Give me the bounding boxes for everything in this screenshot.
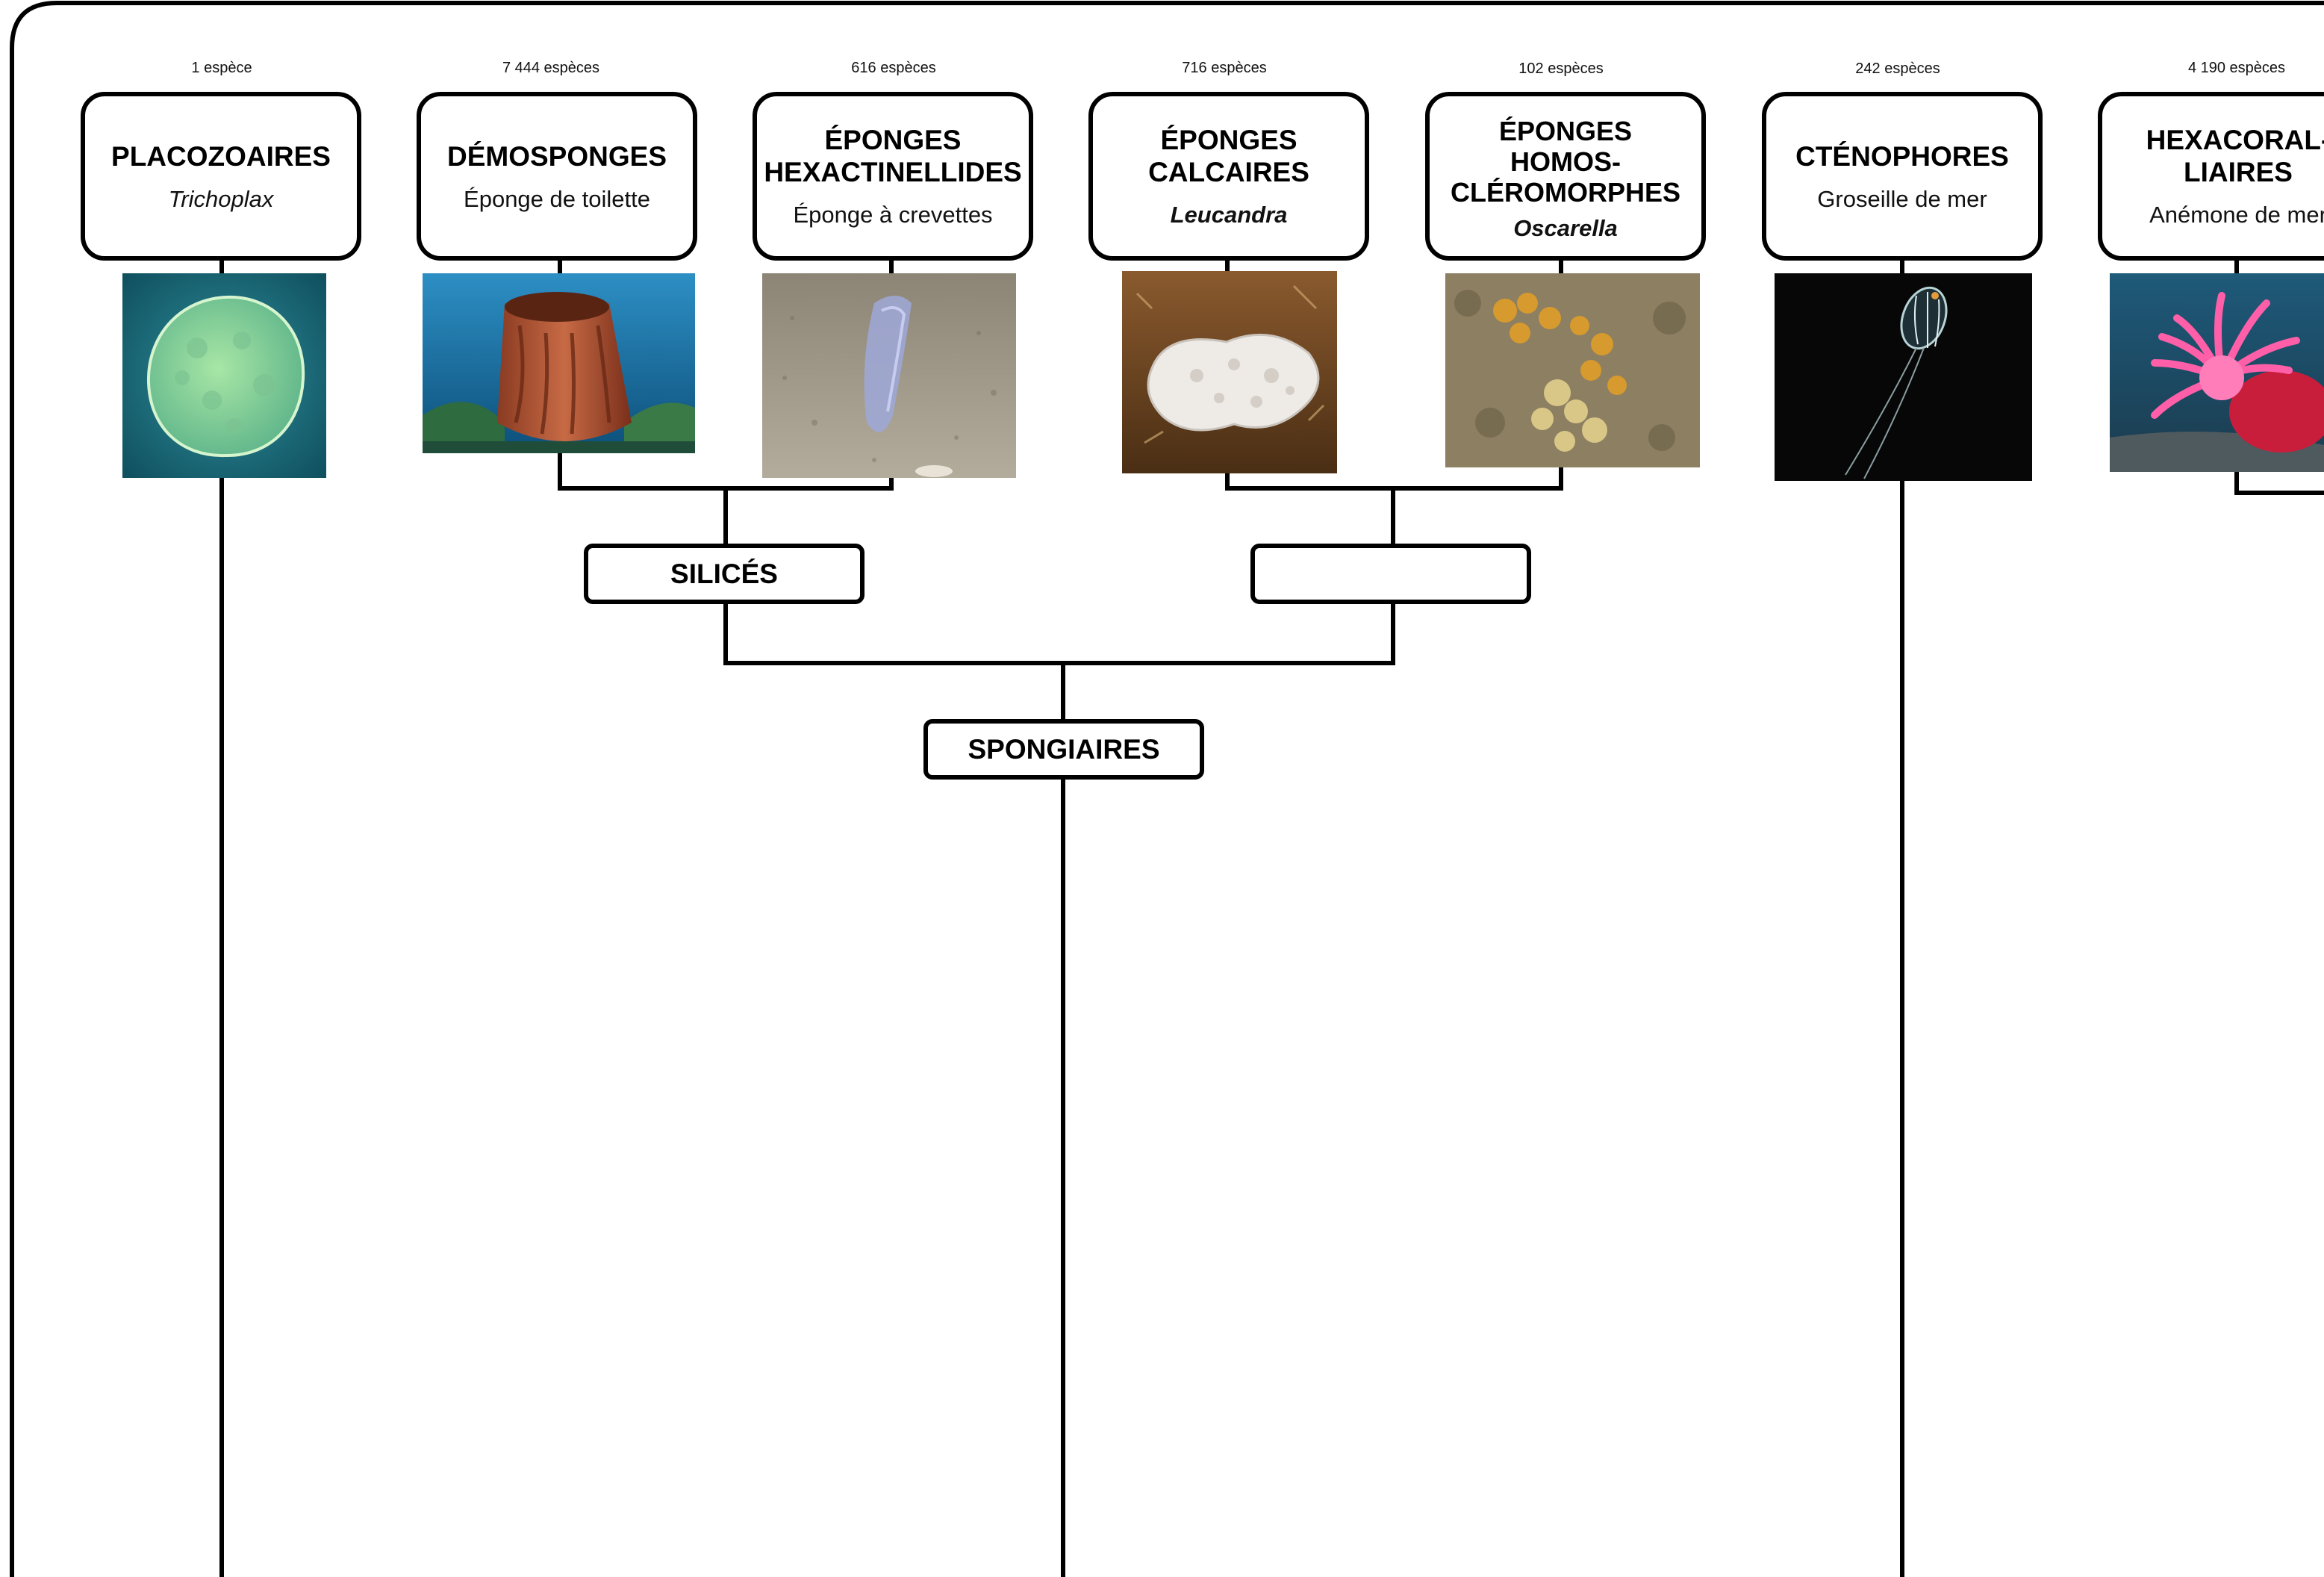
species-count: 242 espèces	[1855, 60, 1940, 77]
sea-anemone-photo	[2110, 273, 2324, 472]
clade-node-silices: SILICÉS	[584, 544, 865, 604]
taxon-name: CTÉNOPHORES	[1795, 140, 2009, 172]
taxon-name: PLACOZOAIRES	[111, 140, 331, 172]
species-count: 716 espèces	[1182, 60, 1267, 76]
taxon-example: Éponge de toilette	[464, 185, 650, 212]
trichoplax-photo	[122, 273, 326, 478]
glass-sponge-photo	[762, 273, 1016, 478]
taxon-example: Trichoplax	[168, 185, 274, 212]
taxon-node-homoscleromorphes: ÉPONGES HOMOS- CLÉROMORPHES Oscarella	[1425, 92, 1706, 261]
comb-jelly-photo	[1775, 273, 2032, 481]
taxon-node-placozoaires: PLACOZOAIRES Trichoplax	[81, 92, 361, 261]
taxon-name: ÉPONGES HEXACTINELLIDES	[764, 125, 1022, 187]
taxon-example: Leucandra	[1170, 202, 1288, 228]
taxon-name: HEXACORAL- LIAIRES	[2146, 125, 2324, 187]
outer-frame	[10, 1, 2324, 1577]
species-count: 616 espèces	[851, 60, 936, 76]
taxon-node-hexactinellides: ÉPONGES HEXACTINELLIDES Éponge à crevett…	[753, 92, 1033, 261]
taxon-node-hexacoralliaires: HEXACORAL- LIAIRES Anémone de mer	[2098, 92, 2324, 261]
taxon-node-ctenophores: CTÉNOPHORES Groseille de mer	[1762, 92, 2043, 261]
calcareous-sponge-photo	[1122, 271, 1337, 473]
taxon-name: ÉPONGES HOMOS- CLÉROMORPHES	[1450, 115, 1681, 208]
taxon-name: ÉPONGES CALCAIRES	[1148, 125, 1309, 187]
oscarella-photo	[1445, 273, 1700, 467]
taxon-node-demosponges: DÉMOSPONGES Éponge de toilette	[417, 92, 697, 261]
species-count: 4 190 espèces	[2187, 60, 2286, 76]
species-count: 1 espèce	[191, 60, 252, 76]
taxon-example: Anémone de mer	[2149, 202, 2324, 228]
taxon-example: Groseille de mer	[1817, 185, 1987, 212]
taxon-name: DÉMOSPONGES	[447, 140, 667, 172]
taxon-example: Oscarella	[1513, 214, 1618, 241]
taxon-node-calcaires: ÉPONGES CALCAIRES Leucandra	[1088, 92, 1369, 261]
clade-node-unnamed	[1250, 544, 1531, 604]
barrel-sponge-photo	[423, 273, 695, 453]
species-count: 102 espèces	[1518, 60, 1604, 77]
species-count: 7 444 espèces	[502, 60, 600, 76]
taxon-example: Éponge à crevettes	[793, 202, 993, 228]
clade-node-spongiaires: SPONGIAIRES	[923, 719, 1204, 780]
